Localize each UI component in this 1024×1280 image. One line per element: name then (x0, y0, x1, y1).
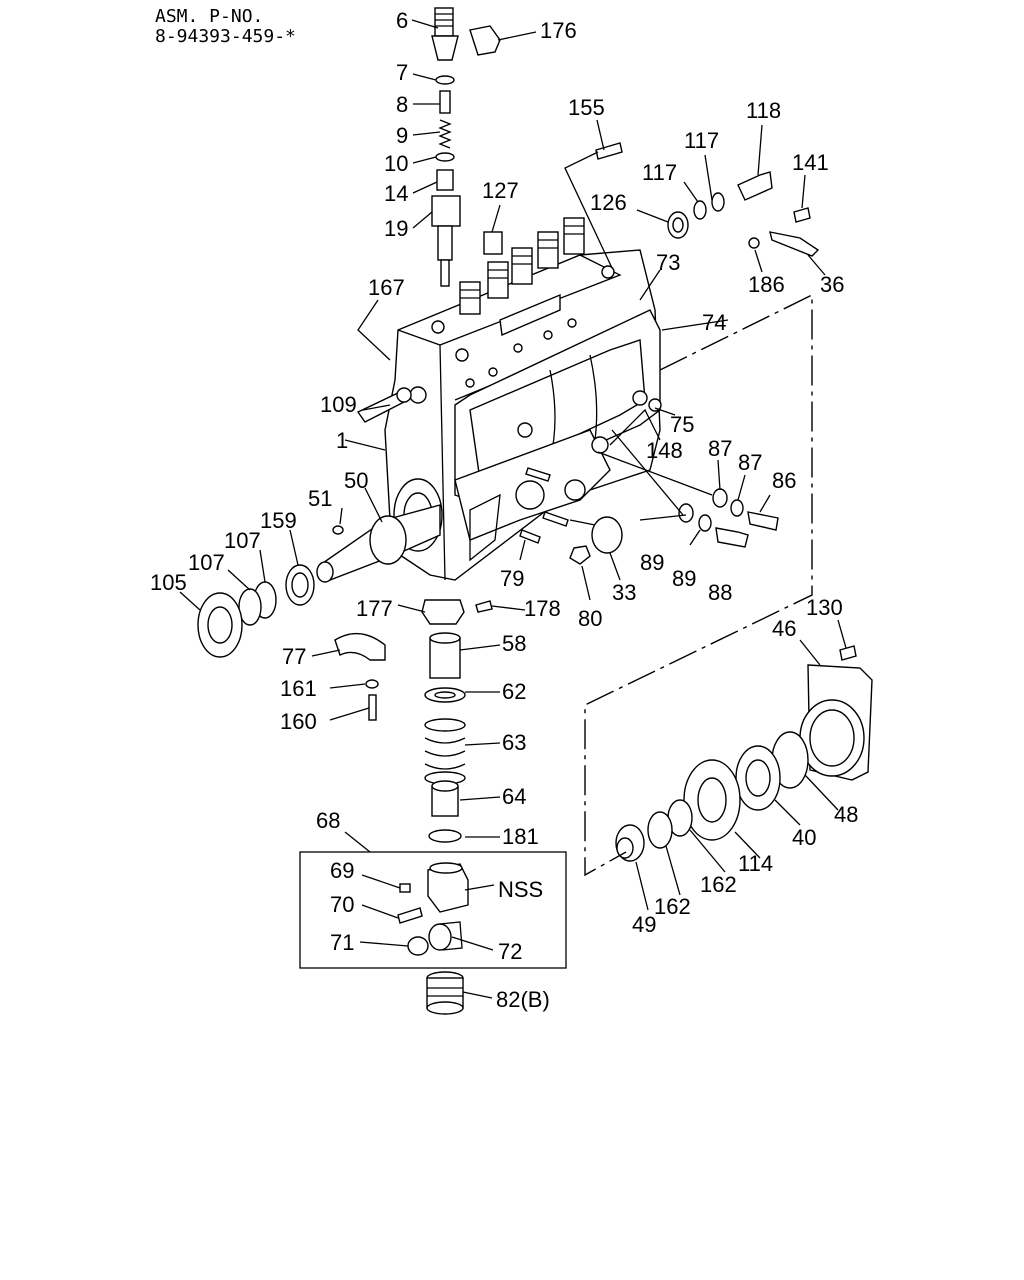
callout-14: 14 (384, 181, 408, 206)
bearing-cap (334, 632, 386, 721)
callout-69: 69 (330, 858, 354, 883)
callout-176: 176 (540, 18, 577, 43)
callout-77: 77 (282, 644, 306, 669)
callout-10: 10 (384, 151, 408, 176)
callout-40: 40 (792, 825, 816, 850)
sub-assembly-box (299, 851, 567, 969)
assembly-part-number-value: 8-94393-459-* (155, 26, 296, 47)
callout-87-b: 87 (738, 450, 762, 475)
callout-58: 58 (502, 631, 526, 656)
callout-36: 36 (820, 272, 844, 297)
callout-107-b: 107 (188, 550, 225, 575)
callout-126: 126 (590, 190, 627, 215)
callout-155: 155 (568, 95, 605, 120)
callout-82b: 82(B) (496, 987, 550, 1012)
callout-117-a: 117 (684, 128, 719, 153)
callout-75: 75 (670, 412, 694, 437)
callout-161: 161 (280, 676, 317, 701)
callout-71: 71 (330, 930, 354, 955)
camshaft-assembly (316, 504, 441, 583)
clip (469, 25, 501, 56)
callout-labels: 6 176 7 8 9 10 14 19 127 155 117 117 118… (150, 8, 858, 1012)
callout-80: 80 (578, 606, 602, 631)
callout-86: 86 (772, 468, 796, 493)
tappet-stack (421, 599, 493, 843)
plug-82 (426, 971, 464, 1015)
top-right-parts (595, 142, 820, 257)
woodruff-key (332, 525, 344, 535)
delivery-valve-stack (431, 7, 461, 287)
callout-109: 109 (320, 392, 357, 417)
callout-49: 49 (632, 912, 656, 937)
delivery-valve-holders (459, 217, 585, 315)
callout-107-a: 107 (224, 528, 261, 553)
callout-33: 33 (612, 580, 636, 605)
callout-62: 62 (502, 679, 526, 704)
delivery-valve-holder (434, 7, 454, 37)
callout-70: 70 (330, 892, 354, 917)
callout-160: 160 (280, 709, 317, 734)
callout-114: 114 (738, 851, 773, 876)
callout-127: 127 (482, 178, 519, 203)
callout-167: 167 (368, 275, 405, 300)
bearing-parts-left (197, 564, 315, 658)
leader-lines (179, 19, 847, 999)
callout-64: 64 (502, 784, 526, 809)
callout-1: 1 (336, 428, 348, 453)
callout-50: 50 (344, 468, 368, 493)
callout-162-a: 162 (700, 872, 737, 897)
callout-118: 118 (746, 98, 781, 123)
callout-159: 159 (260, 508, 297, 533)
callout-74: 74 (702, 310, 726, 335)
callout-105: 105 (150, 570, 187, 595)
callout-19: 19 (384, 216, 408, 241)
callout-nss: NSS (498, 877, 543, 902)
callout-177: 177 (356, 596, 393, 621)
callout-9: 9 (396, 123, 408, 148)
callout-186: 186 (748, 272, 785, 297)
governor-end-parts (615, 645, 873, 862)
phantom-line (584, 293, 813, 877)
callout-72: 72 (498, 939, 522, 964)
callout-51: 51 (308, 486, 332, 511)
callout-141: 141 (792, 150, 829, 175)
lock-plate (421, 599, 465, 625)
callout-73: 73 (656, 250, 680, 275)
callout-178: 178 (524, 596, 561, 621)
callout-181: 181 (502, 824, 539, 849)
callout-88: 88 (708, 580, 732, 605)
callout-8: 8 (396, 92, 408, 117)
roller-tappet-parts (397, 862, 469, 956)
callout-6: 6 (396, 8, 408, 33)
callout-89-a: 89 (640, 550, 664, 575)
callout-46: 46 (772, 616, 796, 641)
callout-117-b: 117 (642, 160, 677, 185)
callout-48: 48 (834, 802, 858, 827)
callout-7: 7 (396, 60, 408, 85)
plug (483, 231, 503, 255)
callout-89-b: 89 (672, 566, 696, 591)
callout-79: 79 (500, 566, 524, 591)
right-fasteners (519, 390, 779, 565)
callout-148: 148 (646, 438, 683, 463)
callout-87-a: 87 (708, 436, 732, 461)
callout-130: 130 (806, 595, 843, 620)
callout-63: 63 (502, 730, 526, 755)
callout-68: 68 (316, 808, 340, 833)
callout-162-b: 162 (654, 894, 691, 919)
assembly-part-number-caption: ASM. P-NO. (155, 6, 263, 27)
